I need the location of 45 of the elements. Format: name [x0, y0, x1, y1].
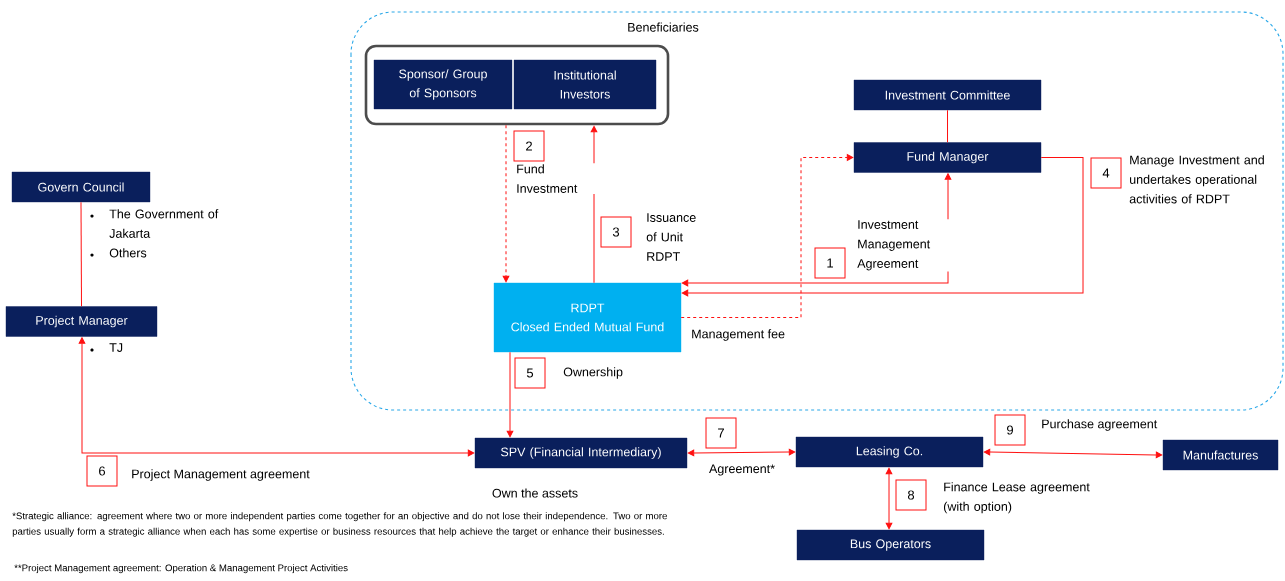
step-number: 6	[86, 455, 118, 487]
entity-box: Govern Council	[11, 171, 151, 203]
bullet-item: TJ	[90, 343, 123, 352]
step-number: 4	[1090, 157, 1122, 189]
arrow	[687, 448, 796, 457]
entity-box: Project Manager	[5, 306, 158, 337]
edge-label: Purchase agreement	[1042, 419, 1158, 431]
entity-box: Bus Operators	[796, 529, 985, 561]
entity-box: SPV (Financial Intermediary)	[474, 437, 688, 469]
edge-label: Agreement*	[709, 464, 775, 476]
footnote: *Strategic alliance: agreement where two or more independent parties come together for an objective and do not lose their independence. Two or more parties usually form a strategic alliance when each has some expertise or business resources that help achieve the target or enhance their businesses.	[12, 512, 667, 537]
edge-label: Finance Lease agreement (with option)	[944, 482, 1090, 514]
step-number: 7	[705, 417, 737, 449]
arrow	[681, 157, 1084, 297]
edge-label: Investment Management Agreement	[857, 220, 931, 271]
entity-box: Institutional Investors	[513, 59, 657, 110]
entity-box: Sponsor/ Group of Sponsors	[373, 59, 513, 110]
step-number: 5	[514, 357, 546, 389]
entity-box: Fund Manager	[853, 142, 1042, 173]
arrow	[983, 448, 1163, 459]
edge-label: Manage Investment and undertakes operational activities of RDPT	[1129, 155, 1264, 204]
step-number: 8	[895, 479, 927, 511]
arrow	[680, 154, 854, 318]
edge-label: Management fee	[692, 329, 785, 341]
footnote: **Project Management agreement: Operation & Management Project Activities	[14, 564, 348, 574]
edge-label: Issuance of Unit RDPT	[646, 213, 696, 261]
step-number: 2	[513, 130, 545, 162]
edge-label: Project Management agreement	[132, 469, 310, 481]
arrow	[78, 337, 475, 457]
bullet-item: The Government of Jakarta	[90, 209, 219, 238]
fund-box: RDPT Closed Ended Mutual Fund	[493, 282, 682, 353]
bullet-item: Others	[90, 248, 147, 258]
edge-label: Ownership	[563, 367, 623, 379]
step-number: 1	[814, 247, 846, 279]
arrow	[506, 351, 514, 438]
entity-box: Manufactures	[1162, 439, 1279, 471]
step-number: 3	[600, 216, 632, 248]
group-box	[364, 44, 670, 126]
entity-box: Leasing Co.	[795, 436, 984, 468]
arrow	[502, 124, 510, 283]
arrow	[885, 467, 893, 530]
step-number: 9	[994, 414, 1026, 446]
node-label: Own the assets	[492, 488, 578, 498]
edge-label: Fund Investment	[517, 164, 578, 193]
entity-box: Investment Committee	[853, 79, 1042, 111]
